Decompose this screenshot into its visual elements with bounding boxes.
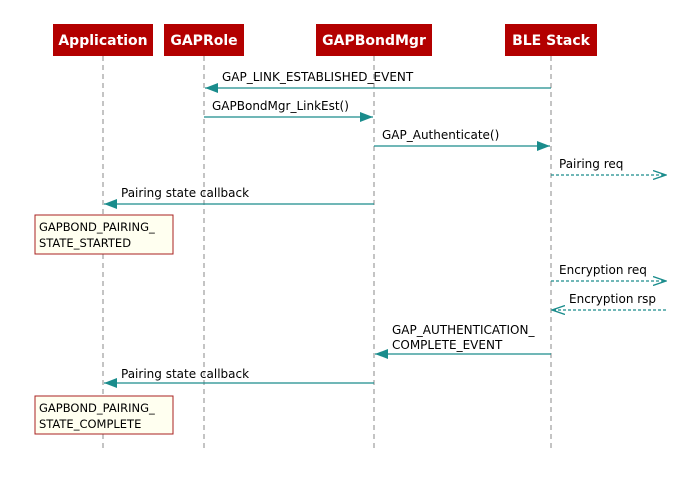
- message-label: GAPBondMgr_LinkEst(): [212, 99, 349, 113]
- participant-stack: BLE Stack: [505, 24, 597, 56]
- participant-label: BLE Stack: [512, 33, 591, 49]
- message-link-established: GAP_LINK_ESTABLISHED_EVENT: [205, 70, 551, 93]
- participant-label: GAPBondMgr: [322, 33, 426, 49]
- message-label: Encryption rsp: [569, 292, 656, 306]
- note-pairing-started: GAPBOND_PAIRING_ STATE_STARTED: [34, 214, 174, 255]
- message-pairing-callback-2: Pairing state callback: [104, 367, 374, 388]
- note-text: GAPBOND_PAIRING_: [39, 401, 155, 415]
- message-label: GAP_Authenticate(): [382, 128, 499, 142]
- participant-bondmgr: GAPBondMgr: [316, 24, 432, 56]
- message-label: Pairing state callback: [121, 186, 249, 200]
- message-authentication-complete: GAP_AUTHENTICATION_ COMPLETE_EVENT: [375, 323, 551, 359]
- message-encryption-rsp: Encryption rsp: [552, 292, 666, 310]
- message-label: GAP_AUTHENTICATION_: [392, 323, 535, 337]
- notes: GAPBOND_PAIRING_ STATE_STARTED GAPBOND_P…: [34, 214, 174, 435]
- message-label: Pairing req: [559, 157, 623, 171]
- note-text: GAPBOND_PAIRING_: [39, 220, 155, 234]
- message-label: Pairing state callback: [121, 367, 249, 381]
- message-label: Encryption req: [559, 263, 647, 277]
- messages: GAP_LINK_ESTABLISHED_EVENT GAPBondMgr_Li…: [104, 70, 666, 388]
- message-linkest: GAPBondMgr_LinkEst(): [204, 99, 373, 122]
- message-label: GAP_LINK_ESTABLISHED_EVENT: [222, 70, 414, 84]
- participant-gaprole: GAPRole: [164, 24, 244, 56]
- participant-app: Application: [53, 24, 153, 56]
- participants: Application GAPRole GAPBondMgr BLE Stack: [53, 24, 597, 56]
- message-label: COMPLETE_EVENT: [392, 338, 503, 352]
- note-pairing-complete: GAPBOND_PAIRING_ STATE_COMPLETE: [34, 395, 174, 435]
- participant-label: Application: [58, 33, 147, 49]
- note-text: STATE_COMPLETE: [39, 417, 141, 431]
- message-encryption-req: Encryption req: [551, 263, 666, 281]
- message-pairing-req: Pairing req: [551, 157, 666, 175]
- participant-label: GAPRole: [170, 33, 237, 49]
- message-authenticate: GAP_Authenticate(): [374, 128, 550, 151]
- message-pairing-callback-1: Pairing state callback: [104, 186, 374, 209]
- note-text: STATE_STARTED: [39, 236, 131, 250]
